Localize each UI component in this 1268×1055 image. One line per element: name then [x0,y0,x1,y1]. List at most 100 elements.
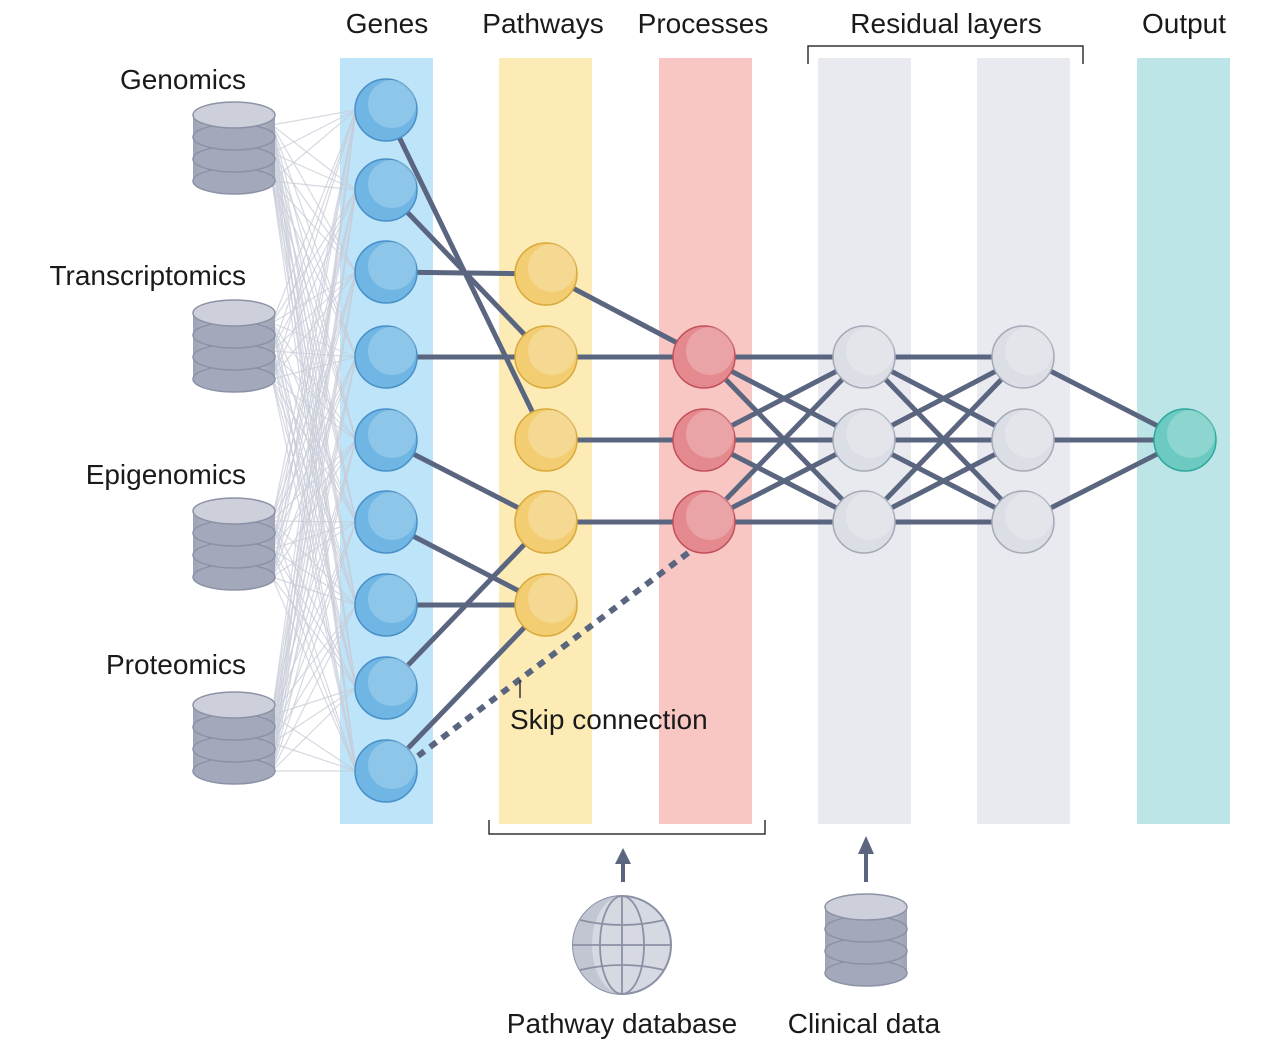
input-edge [271,180,357,606]
input-edge [271,604,357,744]
gene-node-3 [354,240,418,304]
pathway-node-5 [514,573,578,637]
epigenomics-label: Epigenomics [85,459,246,490]
input-edge [271,109,357,126]
input-edge [271,687,357,716]
input-edge [271,124,357,772]
gene-node-7 [354,573,418,637]
proteomics-database-icon [192,691,276,785]
transcriptomics-label: Transcriptomics [49,260,246,291]
genes-header: Genes [345,8,429,39]
input-edge [271,378,357,772]
globe-icon [572,895,672,995]
clinical-database-icon [824,893,908,987]
epigenomics-database-icon [192,497,276,591]
clinical-arrow [858,836,874,882]
input-edge [271,604,357,716]
input-edge [271,109,357,182]
network-edge [383,602,549,774]
pathway-processes-bracket [488,820,766,835]
network-nodes [354,78,1217,803]
gene-node-4 [354,325,418,389]
gene-node-9 [354,739,418,803]
input-edge [271,356,357,772]
residual-layer1-node-3 [832,490,896,554]
pathway-node-1 [514,242,578,306]
pathway-node-3 [514,408,578,472]
process-node-3 [672,490,736,554]
input-edge [271,521,357,744]
input-edge [271,109,357,550]
input-databases [192,101,276,785]
input-edge [271,124,357,523]
input-edge [271,271,357,772]
genomics-label: Genomics [119,64,246,95]
input-edge [271,521,357,716]
residual-layer1-node-2 [832,408,896,472]
gene-node-2 [354,158,418,222]
gene-node-8 [354,656,418,720]
transcriptomics-database-icon [192,299,276,393]
genomics-database-icon [192,101,276,195]
input-edge [271,152,357,523]
network-edge [861,354,1026,525]
input-edge [271,124,357,606]
skip-connection-label: Skip connection [510,704,708,735]
input-edge [271,189,357,550]
network-edge [383,519,549,691]
pathways-header: Pathways [482,8,604,39]
input-edge [271,439,357,744]
input-edge [271,124,357,689]
pathway-database-label: Pathway database [506,1008,738,1039]
input-edge [271,356,357,744]
residual-bracket [807,45,1084,64]
process-node-2 [672,408,736,472]
input-edge [271,604,357,772]
residual-layer2-node-3 [991,490,1055,554]
input-edge [271,356,357,716]
input-edge [271,109,357,154]
input-edge [271,439,357,716]
input-edge [271,180,357,358]
input-edge [271,189,357,772]
input-edge [271,189,357,522]
input-edge [271,439,357,772]
input-edge [271,714,357,772]
residual-layers-header: Residual layers [850,8,1042,39]
processes-header: Processes [637,8,769,39]
input-edge [271,124,357,441]
input-edge [271,180,357,441]
residual-layer2-node-2 [991,408,1055,472]
residual-layer1-node-1 [832,325,896,389]
residual-layer2-node-1 [991,325,1055,389]
input-edges [271,109,357,772]
input-edge [271,322,357,772]
input-edge [271,189,357,578]
pathway-arrow [615,848,631,882]
input-edge [271,742,357,772]
input-edge [271,109,357,716]
pathway-node-4 [514,490,578,554]
input-edge [271,152,357,606]
output-node [1153,408,1217,472]
input-edge [271,152,357,689]
input-edge [271,189,357,716]
input-edge [271,180,357,689]
input-edge [271,109,357,380]
input-edge [271,109,357,772]
clinical-data-label: Clinical data [787,1008,941,1039]
input-edge [271,109,357,522]
gene-node-6 [354,490,418,554]
input-edge [271,180,357,772]
input-edge [271,109,357,324]
proteomics-label: Proteomics [105,649,246,680]
pathway-node-2 [514,325,578,389]
skip-connection-line [416,547,694,759]
input-edge [271,687,357,744]
gene-node-5 [354,408,418,472]
input-edge [271,271,357,522]
gene-node-1 [354,78,418,142]
input-edge [271,189,357,744]
